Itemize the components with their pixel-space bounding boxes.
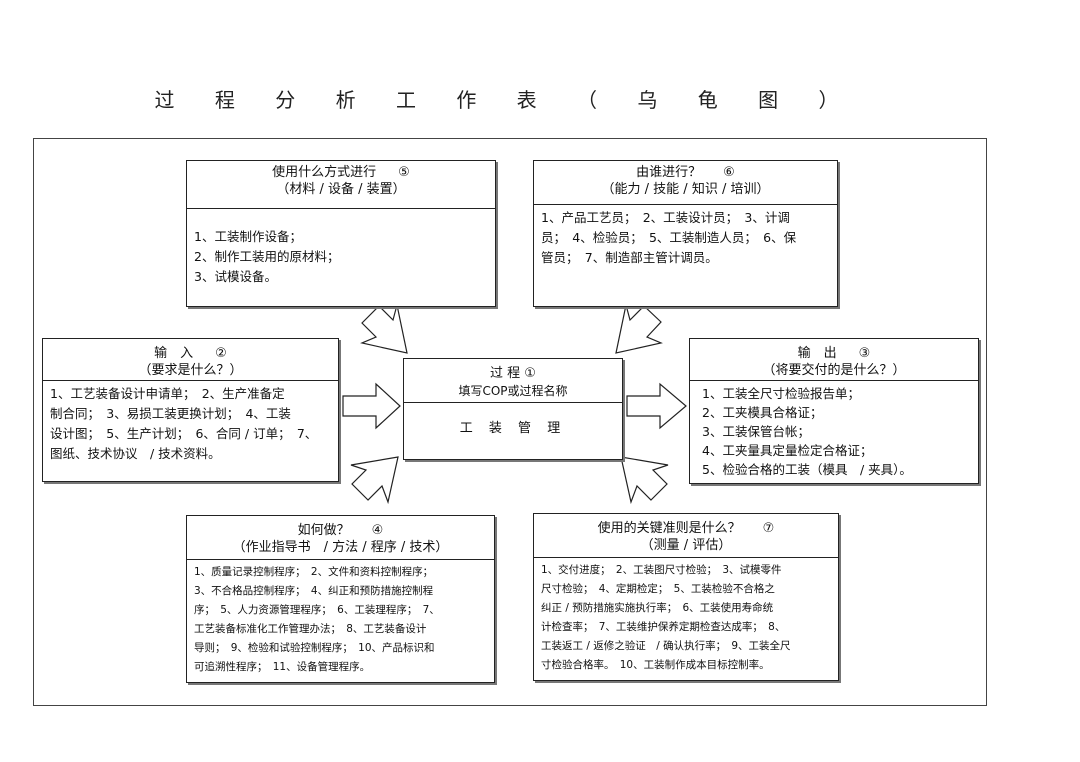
list-item: 计检查率； 7、工装维护保养定期检查达成率； 8、 [541,621,786,633]
arrow-topleft-to-process [360,304,408,354]
process-title: 过 程 ① [490,366,536,381]
list-item: 3、工装保管台帐； [702,424,810,439]
who-header: 由谁进行？ ⑥ （能力 / 技能 / 知识 / 培训） [534,161,837,205]
output-box: 输 出 ③ （将要交付的是什么？） 1、工装全尺寸检验报告单； 2、工夹模具合格证… [689,338,979,484]
resources-header: 使用什么方式进行 ⑤ （材料 / 设备 / 装置） [187,161,495,209]
who-subheading: （能力 / 技能 / 知识 / 培训） [601,182,770,197]
list-item: 纠正 / 预防措施实施执行率； 6、工装使用寿命统 [541,602,774,614]
list-item: 1、工艺装备设计申请单； 2、生产准备定 [50,386,285,401]
how-box: 如何做？ ④ （作业指导书 / 方法 / 程序 / 技术） 1、质量记录控制程序；… [186,515,495,683]
list-item: 设计图； 5、生产计划； 6、合同 / 订单； 7、 [50,426,318,441]
how-list: 1、质量记录控制程序； 2、文件和资料控制程序； 3、不合格品控制程序； 4、纠… [187,560,494,680]
list-item: 序； 5、人力资源管理程序； 6、工装理程序； 7、 [194,604,440,616]
input-box: 输 入 ② （要求是什么？） 1、工艺装备设计申请单； 2、生产准备定 制合同； … [42,338,339,482]
how-number: ④ [371,523,384,538]
page-title: 过 程 分 析 工 作 表 （ 乌 龟 图 ） [154,88,856,112]
list-item: 导则； 9、检验和试验控制程序； 10、产品标识和 [194,642,435,654]
output-number: ③ [858,346,871,361]
list-item: 1、交付进度； 2、工装图尺寸检验； 3、试模零件 [541,564,782,576]
arrow-input-to-process [342,382,401,430]
who-box: 由谁进行？ ⑥ （能力 / 技能 / 知识 / 培训） 1、产品工艺员； 2、工装… [533,160,838,307]
criteria-subheading: （测量 / 评估） [640,538,732,553]
input-heading: 输 入 [154,346,194,361]
list-item: 2、制作工装用的原材料； [194,249,340,264]
list-item: 管员； 7、制造部主管计调员。 [541,250,718,265]
criteria-number: ⑦ [762,521,775,536]
output-heading: 输 出 [797,346,837,361]
list-item: 1、工装全尺寸检验报告单； [702,386,860,401]
list-item: 3、试模设备。 [194,269,277,284]
output-header: 输 出 ③ （将要交付的是什么？） [690,339,978,381]
process-name: 工 装 管 理 [459,421,567,436]
who-heading: 由谁进行？ [636,165,702,180]
criteria-box: 使用的关键准则是什么？ ⑦ （测量 / 评估） 1、交付进度； 2、工装图尺寸检验… [533,513,839,681]
arrow-bottomright-to-process [620,456,669,505]
list-item: 3、不合格品控制程序； 4、纠正和预防措施控制程 [194,585,434,597]
resources-subheading: （材料 / 设备 / 装置） [276,182,406,197]
resources-list: 1、工装制作设备； 2、制作工装用的原材料； 3、试模设备。 [187,209,495,290]
list-item: 1、工装制作设备； [194,229,302,244]
list-item: 1、质量记录控制程序； 2、文件和资料控制程序； [194,566,434,578]
how-subheading: （作业指导书 / 方法 / 程序 / 技术） [232,540,449,555]
list-item: 5、检验合格的工装（模具 / 夹具）。 [702,462,912,477]
arrow-topright-to-process [615,304,663,354]
input-header: 输 入 ② （要求是什么？） [43,339,338,381]
diagram-frame [33,138,987,706]
list-item: 寸检验合格率。 10、工装制作成本目标控制率。 [541,659,770,671]
who-number: ⑥ [723,165,735,180]
list-item: 4、工夹量具定量检定合格证； [702,443,873,458]
how-heading: 如何做？ [297,523,350,538]
list-item: 可追溯性程序； 11、设备管理程序。 [194,661,371,673]
input-subheading: （要求是什么？） [138,363,243,378]
process-box: 过 程 ① 填写COP或过程名称 工 装 管 理 [403,358,623,460]
arrow-bottomleft-to-process [350,456,399,505]
resources-heading: 使用什么方式进行 [272,165,377,180]
list-item: 尺寸检验； 4、定期检定； 5、工装检验不合格之 [541,583,775,595]
criteria-header: 使用的关键准则是什么？ ⑦ （测量 / 评估） [534,514,838,558]
how-header: 如何做？ ④ （作业指导书 / 方法 / 程序 / 技术） [187,516,494,560]
output-subheading: （将要交付的是什么？） [762,363,906,378]
criteria-list: 1、交付进度； 2、工装图尺寸检验； 3、试模零件 尺寸检验； 4、定期检定； … [534,558,838,678]
list-item: 员； 4、检验员； 5、工装制造人员； 6、保 [541,230,797,245]
list-item: 图纸、技术协议 / 技术资料。 [50,446,221,461]
list-item: 2、工夹模具合格证； [702,405,823,420]
list-item: 工艺装备标准化工作管理办法； 8、工艺装备设计 [194,623,427,635]
list-item: 工装返工 / 返修之验证 / 确认执行率； 9、工装全尺 [541,640,791,652]
who-list: 1、产品工艺员； 2、工装设计员； 3、计调 员； 4、检验员； 5、工装制造人… [534,205,837,271]
process-subtitle: 填写COP或过程名称 [404,383,622,403]
output-list: 1、工装全尺寸检验报告单； 2、工夹模具合格证； 3、工装保管台帐； 4、工夹量… [690,381,978,482]
input-number: ② [215,346,227,361]
arrow-process-to-output [626,382,687,430]
resources-number: ⑤ [398,165,410,180]
list-item: 1、产品工艺员； 2、工装设计员； 3、计调 [541,210,790,225]
criteria-heading: 使用的关键准则是什么？ [597,521,741,536]
list-item: 制合同； 3、易损工装更换计划； 4、工装 [50,406,291,421]
input-list: 1、工艺装备设计申请单； 2、生产准备定 制合同； 3、易损工装更换计划； 4、… [43,381,338,467]
resources-box: 使用什么方式进行 ⑤ （材料 / 设备 / 装置） 1、工装制作设备； 2、制作工… [186,160,496,307]
